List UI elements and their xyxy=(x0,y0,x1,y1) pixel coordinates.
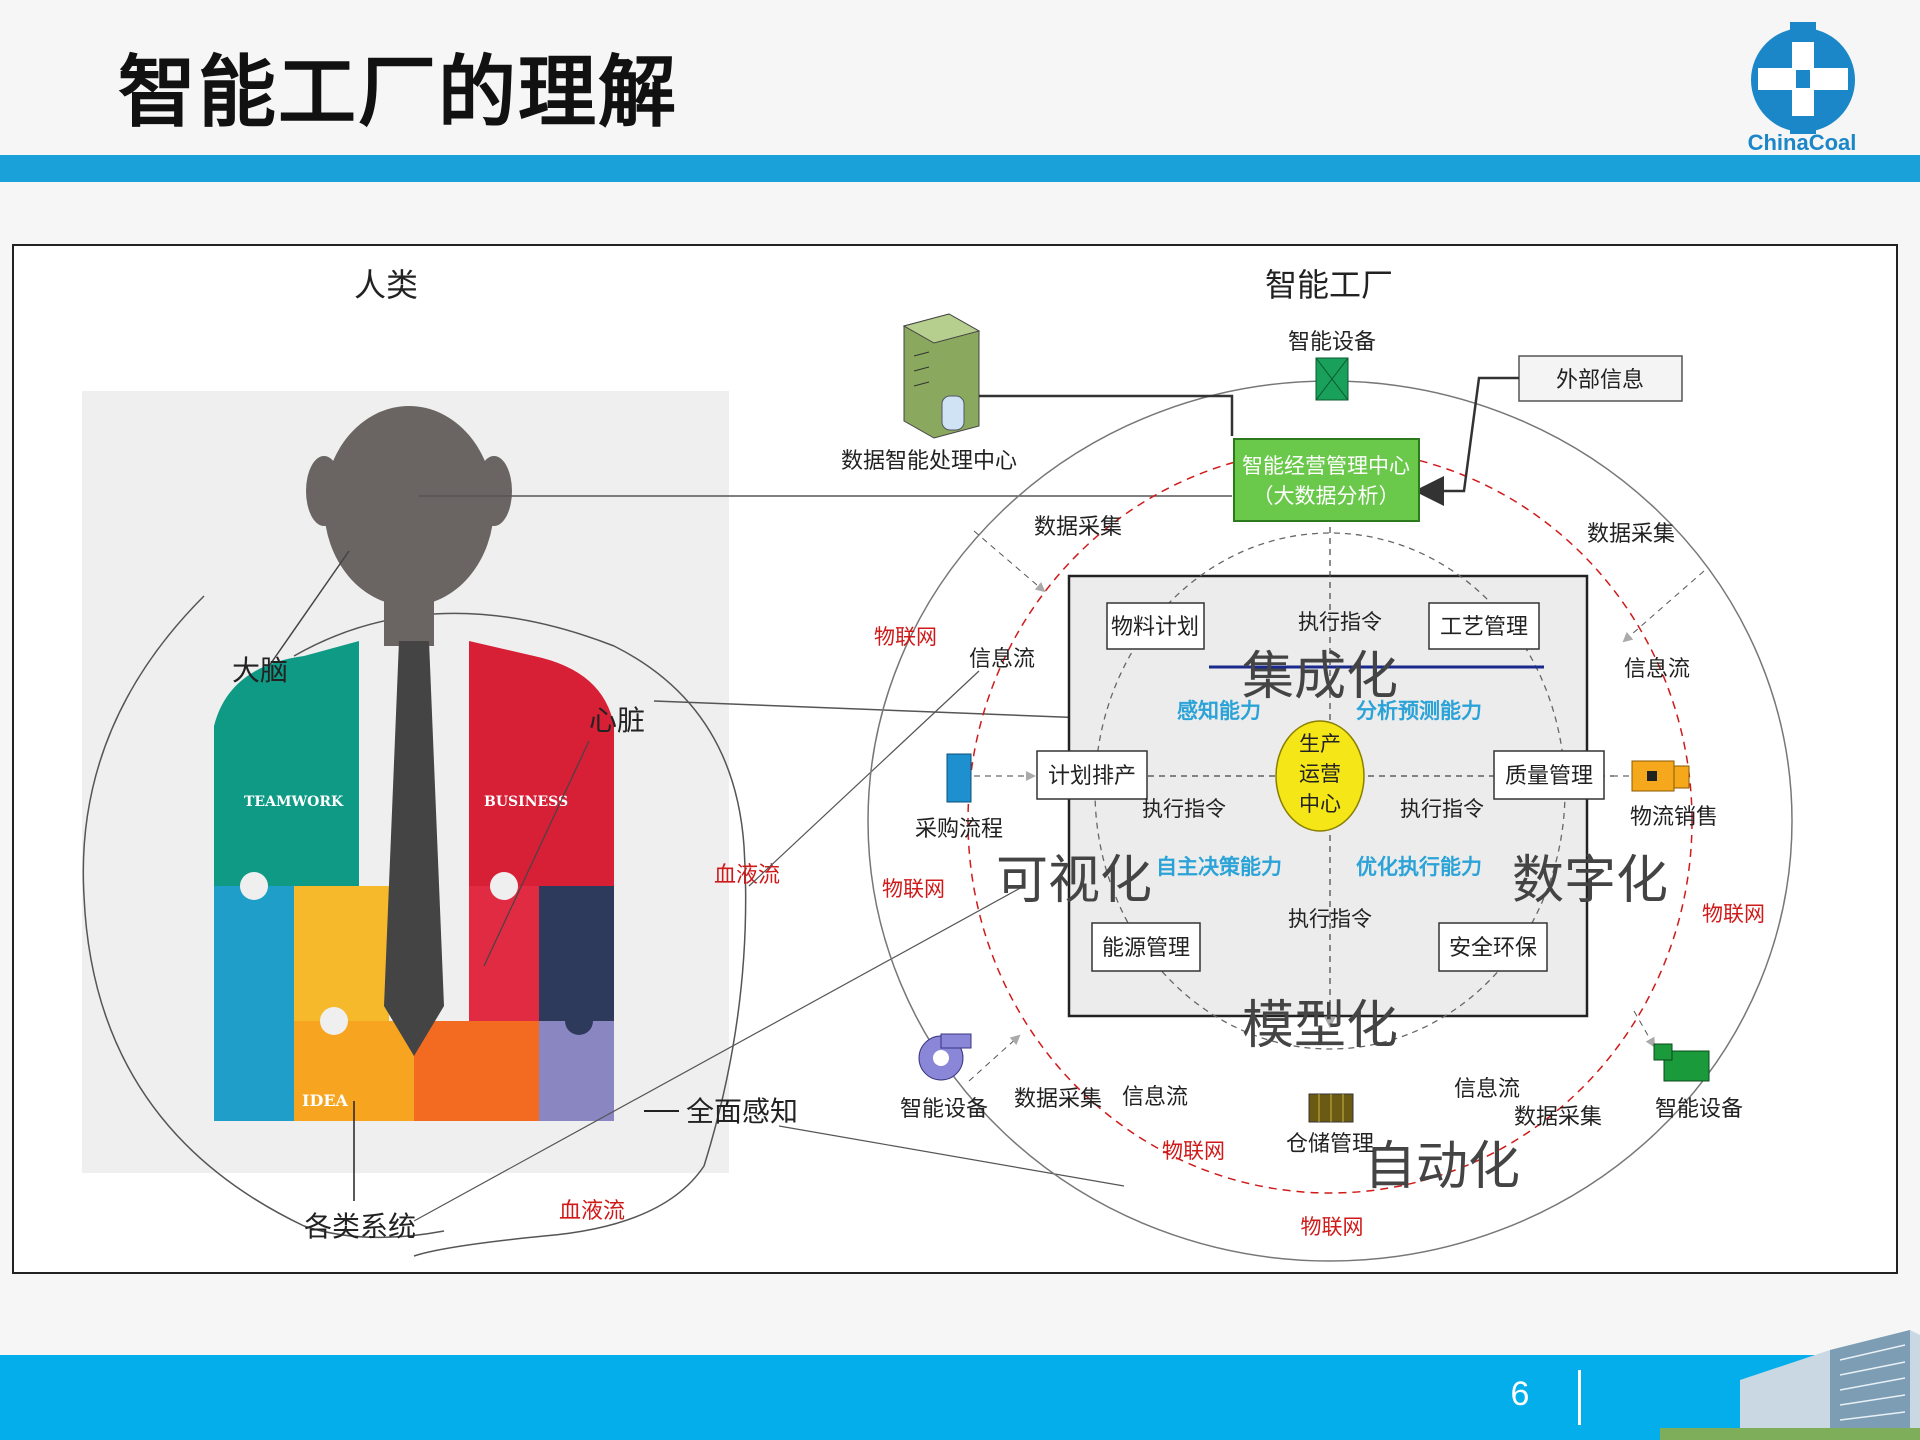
decision-capability: 自主决策能力 xyxy=(1156,854,1282,879)
top-device-label: 智能设备 xyxy=(1288,330,1376,355)
server-to-mgmt-line xyxy=(979,394,1234,436)
info-flow-bl: 信息流 xyxy=(1122,1085,1188,1110)
integration-label: 集成化 xyxy=(1242,647,1398,707)
page-number: 6 xyxy=(1510,1375,1530,1413)
brain-pointer xyxy=(268,550,350,667)
quality-mgmt-label: 质量管理 xyxy=(1505,764,1593,789)
logo-text: ChinaCoal xyxy=(1747,130,1857,155)
center-line3: 中心 xyxy=(1299,792,1341,816)
tie-icon xyxy=(384,641,444,1056)
process-mgmt-box xyxy=(1428,602,1540,650)
full-perception-label: 全面感知 xyxy=(686,1095,798,1128)
logistics-label: 物流销售 xyxy=(1630,805,1718,830)
safety-env-label: 安全环保 xyxy=(1449,936,1537,961)
perception-to-factory-line xyxy=(778,1125,1125,1187)
human-head-icon xyxy=(306,406,512,646)
data-collect-bl: 数据采集 xyxy=(1014,1087,1102,1112)
iot-label-2: 物联网 xyxy=(882,877,945,901)
external-info-arrow xyxy=(1414,376,1519,506)
server-icon xyxy=(902,313,981,439)
iot-label-4: 物联网 xyxy=(1162,1139,1225,1163)
device-left-label: 智能设备 xyxy=(900,1097,988,1122)
collect-arrow-tr xyxy=(1622,570,1705,643)
visualization-label: 可视化 xyxy=(996,851,1152,911)
data-collect-br: 数据采集 xyxy=(1514,1105,1602,1130)
process-mgmt-label: 工艺管理 xyxy=(1440,615,1528,640)
systems-to-factory-line xyxy=(413,885,1025,1222)
data-collect-tr: 数据采集 xyxy=(1587,522,1675,547)
info-flow-br: 信息流 xyxy=(1454,1077,1520,1102)
teamwork-label: TEAMWORK xyxy=(244,794,344,810)
material-plan-label: 物料计划 xyxy=(1111,615,1199,640)
header-accent-bar xyxy=(0,155,1920,182)
device-left-icon xyxy=(918,1033,972,1081)
diagram-frame: 人类 TEAMWORK BUSINESS IDEA 大脑 心脏 血液流 xyxy=(12,244,1898,1274)
smart-factory-diagram: 人类 TEAMWORK BUSINESS IDEA 大脑 心脏 血液流 xyxy=(82,266,1793,1262)
info-flow-l: 信息流 xyxy=(969,647,1035,672)
building-image xyxy=(1660,1330,1920,1440)
heart-label: 心脏 xyxy=(589,704,645,737)
left-outline-curve xyxy=(82,595,445,1239)
info-flow-r: 信息流 xyxy=(1624,657,1690,682)
logistics-icon xyxy=(1631,760,1690,792)
right-heading: 智能工厂 xyxy=(1265,266,1393,304)
mgmt-center-line1: 智能经营管理中心 xyxy=(1242,454,1410,478)
plan-schedule-label: 计划排产 xyxy=(1048,764,1136,789)
analysis-capability: 分析预测能力 xyxy=(1356,698,1482,723)
top-device-icon xyxy=(1315,357,1349,401)
warehouse-label: 仓储管理 xyxy=(1286,1132,1374,1157)
device-right-icon xyxy=(1653,1043,1710,1082)
external-info-label: 外部信息 xyxy=(1556,368,1644,393)
energy-mgmt-label: 能源管理 xyxy=(1102,936,1190,961)
digitalization-label: 数字化 xyxy=(1512,851,1668,911)
exec-cmd-right: 执行指令 xyxy=(1400,797,1484,821)
plan-schedule-box xyxy=(1036,750,1148,800)
iot-label-3: 物联网 xyxy=(1702,902,1765,926)
center-line2: 运营 xyxy=(1299,762,1341,786)
idea-label: IDEA xyxy=(302,1091,349,1110)
page-separator xyxy=(1578,1370,1581,1425)
business-label: BUSINESS xyxy=(484,794,568,810)
production-center xyxy=(1275,720,1365,832)
modeling-label: 模型化 xyxy=(1242,996,1398,1056)
procurement-label: 采购流程 xyxy=(915,817,1003,842)
left-heading: 人类 xyxy=(354,266,418,304)
collect-arrow-br xyxy=(1633,1010,1655,1048)
warehouse-icon xyxy=(1308,1093,1354,1123)
blood-flow-label-2: 血液流 xyxy=(559,1199,625,1224)
mgmt-center-box xyxy=(1233,438,1420,522)
exec-cmd-top: 执行指令 xyxy=(1298,610,1382,634)
automation-label: 自动化 xyxy=(1364,1137,1520,1197)
energy-mgmt-box xyxy=(1091,922,1201,972)
collect-arrow-bl xyxy=(968,1034,1021,1082)
iot-label-5: 物联网 xyxy=(1301,1215,1364,1239)
exec-cmd-bottom: 执行指令 xyxy=(1288,907,1372,931)
external-info-box xyxy=(1518,355,1683,402)
perception-capability: 感知能力 xyxy=(1177,698,1261,723)
slide-title: 智能工厂的理解 xyxy=(118,48,679,138)
procurement-icon xyxy=(946,753,972,803)
blood-flow-line-1 xyxy=(748,670,980,887)
quality-mgmt-box xyxy=(1493,750,1605,800)
chinacoal-logo xyxy=(1751,22,1855,134)
data-center-label: 数据智能处理中心 xyxy=(841,449,1017,474)
device-right-label: 智能设备 xyxy=(1655,1097,1743,1122)
puzzle-body-icon: TEAMWORK BUSINESS IDEA xyxy=(214,641,614,1121)
collect-arrow-tl xyxy=(973,530,1046,593)
iot-label-1: 物联网 xyxy=(874,625,937,649)
center-line1: 生产 xyxy=(1299,732,1341,756)
mgmt-center-line2: （大数据分析） xyxy=(1253,484,1400,508)
safety-env-box xyxy=(1438,922,1548,972)
data-collect-tl: 数据采集 xyxy=(1034,515,1122,540)
heart-pointer xyxy=(483,740,590,967)
optimization-capability: 优化执行能力 xyxy=(1356,854,1482,879)
material-plan-box xyxy=(1106,602,1205,650)
right-outline-curve xyxy=(293,612,747,1257)
exec-cmd-left: 执行指令 xyxy=(1142,797,1226,821)
footer-bar xyxy=(0,1355,1920,1440)
systems-label: 各类系统 xyxy=(304,1210,416,1243)
brain-label: 大脑 xyxy=(232,654,288,687)
